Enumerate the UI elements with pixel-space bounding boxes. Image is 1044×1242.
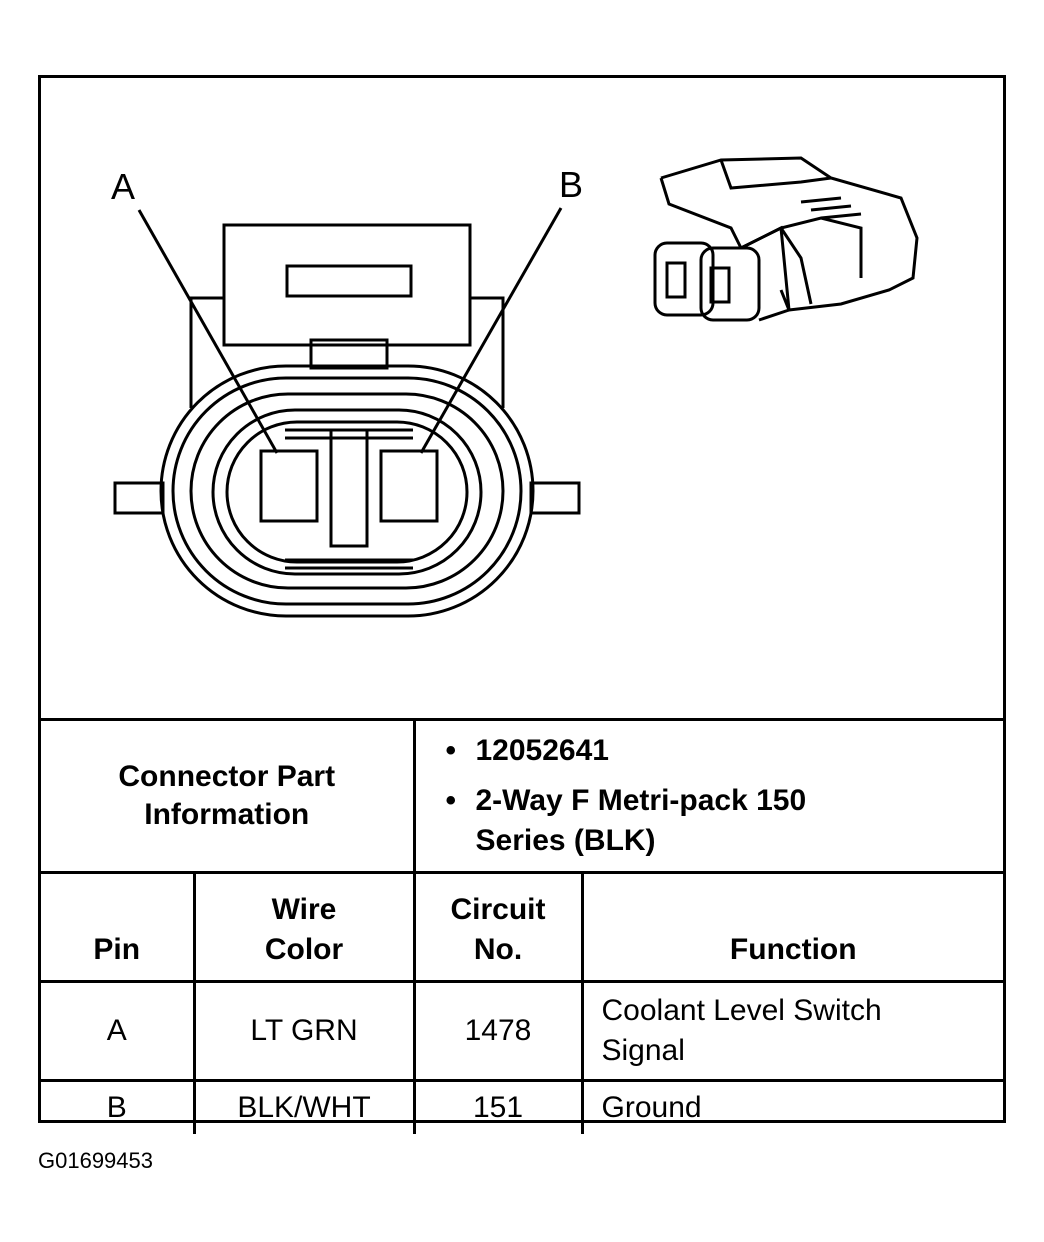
right-ear <box>529 481 581 515</box>
header-wire-color: Wire Color <box>192 871 416 983</box>
connector-info-list: 12052641 2-Way F Metri-pack 150 Series (… <box>416 721 1004 871</box>
connector-info-title-text: Connector Part Information <box>118 760 336 831</box>
left-shoulder <box>189 296 224 408</box>
cell-function: Ground <box>580 1079 1003 1134</box>
table-row: A LT GRN 1478 Coolant Level Switch Signa… <box>41 980 1003 1082</box>
center-divider <box>329 428 369 548</box>
outer-body-inner <box>171 376 523 606</box>
part-number: 12052641 <box>446 731 1004 771</box>
cell-function: Coolant Level Switch Signal <box>580 980 1003 1082</box>
latch-window <box>285 264 413 298</box>
figure-id: G01699453 <box>38 1148 153 1173</box>
connector-iso-drawing <box>653 156 919 322</box>
cavity-rim <box>211 408 483 576</box>
table-header-row: Pin Wire Color Circuit No. Function <box>41 871 1003 983</box>
terminal-a <box>259 449 319 523</box>
cell-pin: B <box>41 1079 196 1134</box>
connector-info-title: Connector Part Information <box>41 718 416 874</box>
latch-housing <box>222 223 472 347</box>
cell-circuit-no: 151 <box>412 1079 584 1134</box>
cell-circuit-no: 1478 <box>412 980 584 1082</box>
connector-face-drawing <box>113 156 919 618</box>
connector-info-details: 12052641 2-Way F Metri-pack 150 Series (… <box>412 718 1004 874</box>
header-function: Function <box>580 871 1003 983</box>
terminal-b <box>379 449 439 523</box>
cavity <box>225 420 469 564</box>
leader-b <box>419 207 563 454</box>
left-ear <box>113 481 165 515</box>
seal-ring <box>189 392 505 590</box>
pinout-table: Connector Part Information 12052641 2-Wa… <box>41 718 1003 1134</box>
latch-tab <box>309 338 389 370</box>
pin-label-a: A <box>111 166 136 207</box>
header-circuit-no-text: Circuit No. <box>450 893 546 966</box>
header-pin: Pin <box>41 871 196 983</box>
right-shoulder <box>470 296 505 408</box>
cell-wire-color: BLK/WHT <box>192 1079 416 1134</box>
cell-wire-color: LT GRN <box>192 980 416 1082</box>
table-row: B BLK/WHT 151 Ground <box>41 1079 1003 1134</box>
pin-label-b: B <box>559 164 584 205</box>
cell-function-text: Coolant Level Switch Signal <box>601 994 882 1067</box>
cell-pin: A <box>41 980 196 1082</box>
outer-body <box>159 364 535 618</box>
header-wire-color-text: Wire Color <box>264 893 344 966</box>
connector-info-row: Connector Part Information 12052641 2-Wa… <box>41 718 1004 874</box>
leader-a <box>137 209 279 454</box>
connector-drawing-area: A B <box>41 78 1003 718</box>
connector-description: 2-Way F Metri-pack 150 Series (BLK) <box>446 781 816 861</box>
diagram-frame: A B Connector Part Information 12052641 … <box>38 75 1006 1134</box>
header-circuit-no: Circuit No. <box>412 871 584 983</box>
